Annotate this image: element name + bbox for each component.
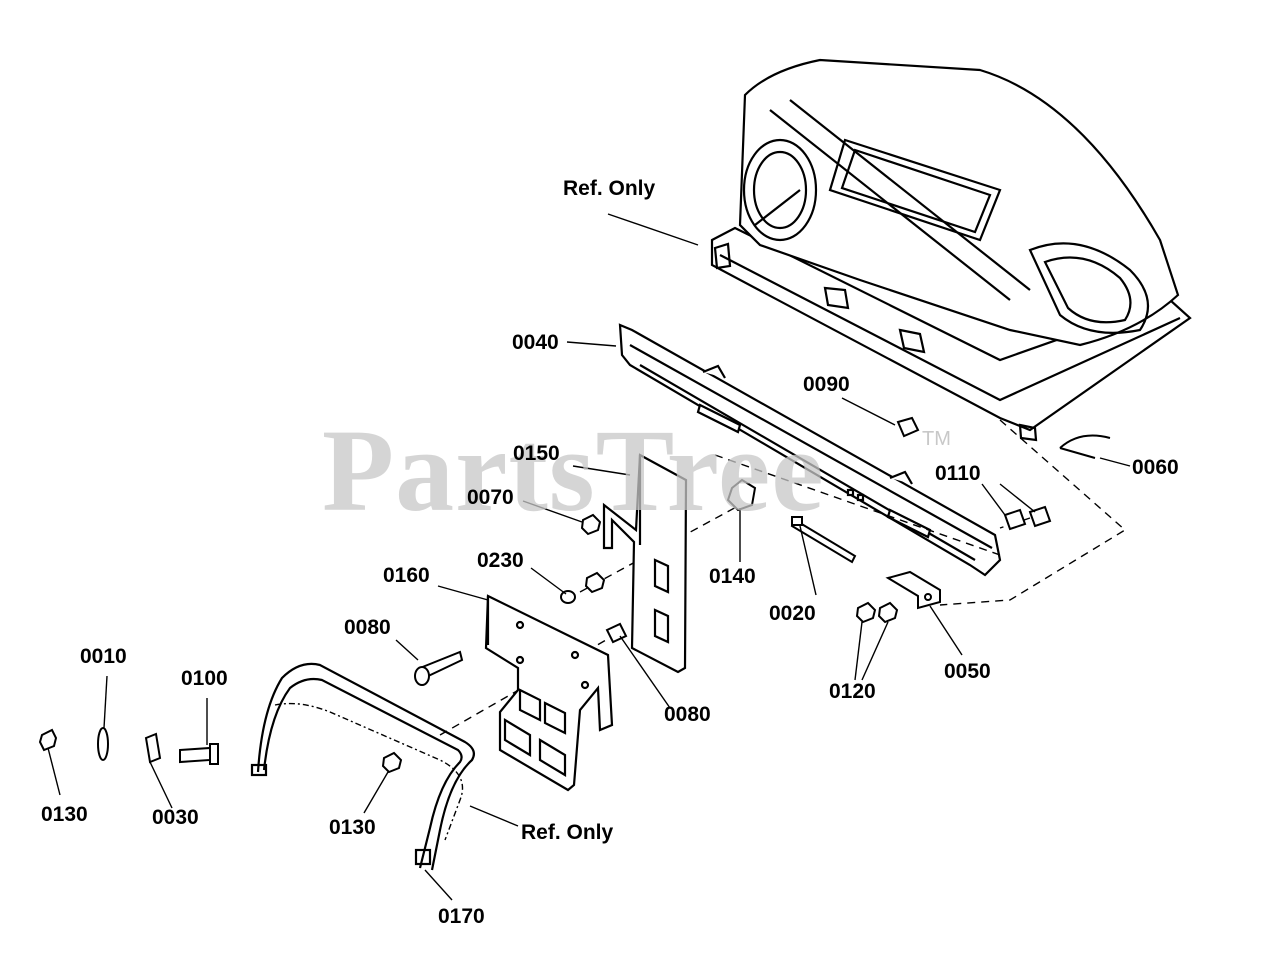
callout-0050: 0050 [944,660,991,683]
callout-0130-left: 0130 [41,803,88,826]
callout-0120: 0120 [829,680,876,703]
callout-0060: 0060 [1132,456,1179,479]
brand-watermark: PartsTree [322,405,825,536]
fasteners [38,416,1111,774]
leader-lines [47,213,1131,901]
callout-ref-only-bag: Ref. Only [563,177,656,200]
callout-ref-only-handle: Ref. Only [521,821,614,844]
trademark-symbol: TM [922,428,951,450]
callout-0090: 0090 [803,373,850,396]
callout-0070: 0070 [467,486,514,509]
grass-bag-ref [710,58,1192,442]
callout-0160: 0160 [383,564,430,587]
callout-0150: 0150 [513,442,560,465]
callout-0230: 0230 [477,549,524,572]
hinge-rail [618,323,1002,577]
callout-0010: 0010 [80,645,127,668]
mount-bracket-0150 [602,453,688,674]
callout-0140: 0140 [709,565,756,588]
hinge-pin-0020 [790,516,857,564]
callout-0110: 0110 [935,462,981,485]
callout-0170: 0170 [438,905,485,928]
callout-0020: 0020 [769,602,816,625]
handle-ref-0170 [250,662,475,871]
mount-plate-0160 [484,594,614,792]
callout-0080-left: 0080 [344,616,391,639]
callout-0080-right: 0080 [664,703,711,726]
callout-0040: 0040 [512,331,559,354]
callout-0030: 0030 [152,806,199,829]
latch-bracket-0050 [885,570,941,610]
callout-0130-mid: 0130 [329,816,376,839]
callout-0100: 0100 [181,667,228,690]
